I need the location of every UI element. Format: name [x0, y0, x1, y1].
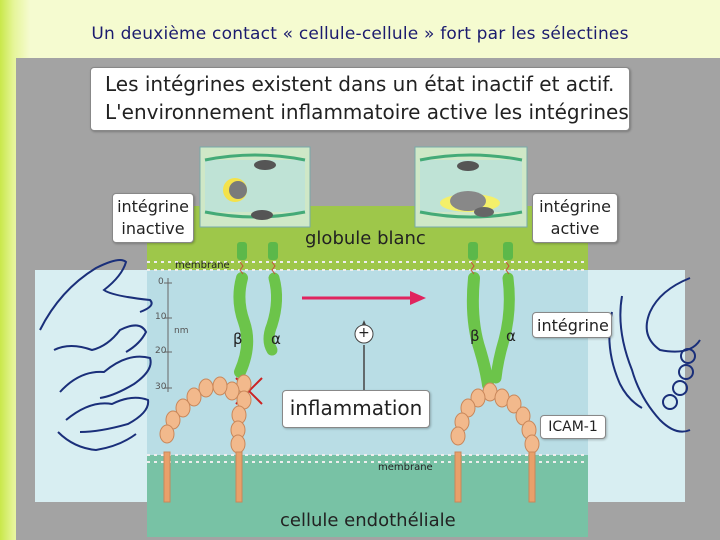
label-beta-left: β: [233, 330, 243, 348]
inset-active: [414, 146, 528, 228]
left-hand-drawing: [39, 259, 153, 452]
label-alpha-left: α: [271, 330, 281, 348]
plus-arrow: [354, 320, 374, 395]
integrin-active: [466, 242, 515, 391]
inset-inactive: [199, 146, 311, 228]
label-integrine-inactive-line1: intégrine: [117, 197, 189, 216]
label-icam: ICAM-1: [540, 415, 606, 439]
headline-line1: Les intégrines existent dans un état ina…: [105, 72, 615, 96]
headline-box: Les intégrines existent dans un état ina…: [90, 67, 630, 131]
nm-scale: [164, 278, 172, 392]
icam-right: [450, 382, 540, 503]
label-alpha-right: α: [506, 327, 516, 345]
label-integrine-active-line2: active: [550, 219, 600, 238]
icam-left: [159, 374, 252, 503]
label-beta-right: β: [470, 327, 480, 345]
label-integrine-inactive-line2: inactive: [121, 219, 185, 238]
slide-title: Un deuxième contact « cellule-cellule » …: [91, 24, 629, 44]
label-cellule-endotheliale: cellule endothéliale: [280, 510, 456, 531]
label-membrane-bottom: membrane: [378, 462, 433, 473]
plus-sign: +: [358, 325, 370, 341]
right-hand-drawing: [608, 277, 701, 433]
label-integrine: intégrine: [532, 312, 612, 338]
label-integrine-active-line1: intégrine: [539, 197, 611, 216]
label-integrine-active: intégrine active: [532, 193, 618, 243]
activation-arrow: [302, 291, 426, 305]
headline-line2: L'environnement inflammatoire active les…: [105, 100, 629, 124]
scale-tick-0: 0: [158, 277, 164, 287]
label-membrane-top: membrane: [175, 260, 230, 271]
scale-tick-30: 30: [155, 382, 167, 392]
scale-tick-10: 10: [155, 312, 167, 322]
label-inflammation: inflammation: [282, 390, 430, 428]
scale-tick-20: 20: [155, 346, 167, 356]
label-integrine-inactive: intégrine inactive: [112, 193, 194, 243]
integrin-inactive: [233, 242, 283, 378]
endothelial-zone: [147, 455, 588, 537]
label-globule-blanc: globule blanc: [305, 228, 426, 249]
scale-unit: nm: [174, 326, 189, 336]
